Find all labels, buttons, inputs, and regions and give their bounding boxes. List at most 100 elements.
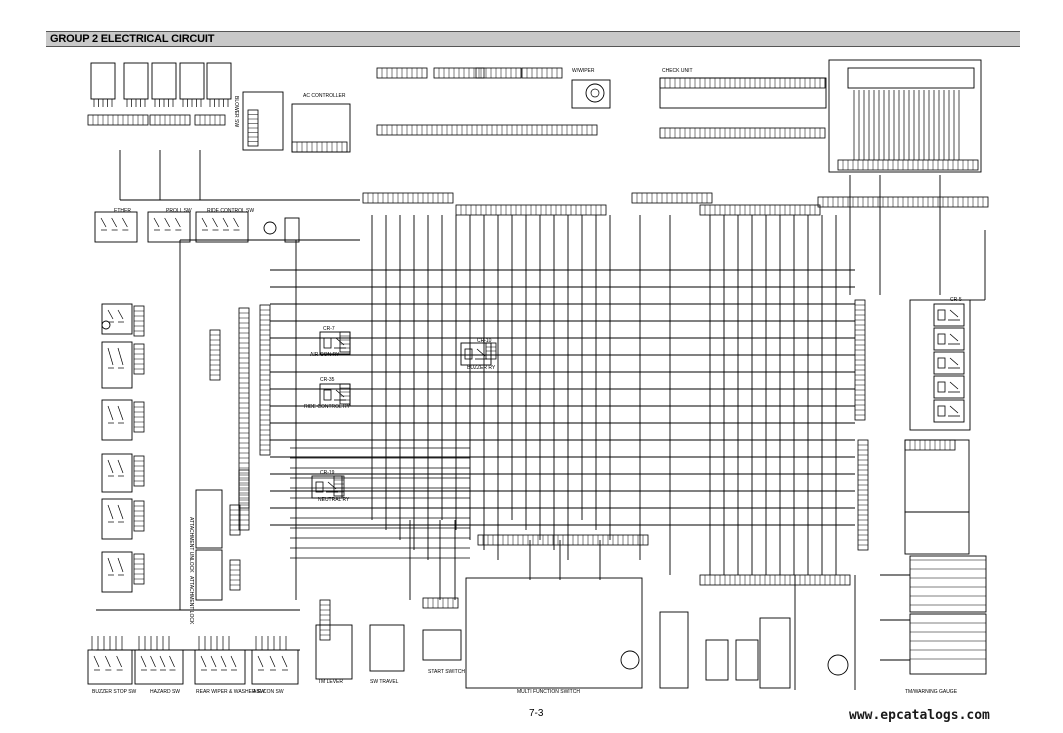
check-unit-connector-top (659, 77, 826, 89)
relay-pins-3 (485, 342, 497, 360)
wire (105, 655, 111, 668)
aircon-ry-label: AIR-CON RY (310, 352, 340, 358)
left-switch-2 (101, 399, 133, 441)
wire (150, 655, 156, 668)
tm-warning-box (659, 611, 689, 689)
wiper-motor (585, 83, 605, 103)
check-unit-label: CHECK UNIT (662, 68, 693, 74)
top-switch-4 (206, 62, 232, 100)
proll-switch (147, 211, 191, 243)
right-connector-2 (857, 439, 869, 551)
wire (117, 504, 124, 520)
bottom-box-1 (705, 639, 729, 681)
tm-gauge-label: TM/WARNING GAUGE (905, 689, 958, 695)
main-connector-1 (362, 192, 454, 204)
left-switch-1 (101, 341, 133, 389)
left-switch-0 (101, 303, 133, 335)
beacon (827, 654, 849, 676)
ether-label: ETHER (114, 208, 131, 214)
ride-control-ry-label: RIDE CONTROL RY (304, 404, 351, 410)
blower-switch (242, 91, 284, 151)
wire (210, 655, 217, 668)
ac-controller (291, 103, 351, 153)
attachment-unlock-label: ATTACHMENT UNLOCK (188, 517, 194, 573)
relay-coil (937, 309, 946, 321)
wire (117, 309, 124, 320)
wire (175, 217, 181, 228)
right-bank-box-2 (904, 511, 970, 555)
top-center-connector-1 (376, 67, 428, 79)
neutral-ry-label: NEUTRAL RY (318, 497, 350, 503)
top-switch-1 (123, 62, 149, 100)
wire (117, 557, 124, 573)
sw-travel-label: SW TRAVEL (370, 679, 399, 685)
ride-control-relay (319, 383, 351, 407)
multi-function-switch-label: MULTI FUNCTION SWITCH (517, 689, 580, 695)
left-switch-connector-1 (133, 343, 145, 375)
wire (107, 405, 114, 421)
right-relay-panel (909, 299, 971, 431)
wire (949, 333, 959, 342)
wire (107, 309, 114, 320)
cluster-panel (828, 59, 982, 173)
left-switch-5 (101, 551, 133, 593)
relay-pins-1 (339, 331, 351, 353)
wire (159, 655, 166, 668)
wire (117, 347, 124, 366)
relay-coil (464, 348, 473, 360)
right-connector-1 (854, 299, 866, 421)
cluster-connector (837, 159, 979, 171)
cr35-label: CR-35 (320, 377, 335, 383)
cr19-label: CR-19 (320, 470, 335, 476)
wire (212, 217, 218, 228)
wiper-motor-core (590, 88, 600, 98)
blower-sw-label: BLOWER SW (233, 96, 239, 127)
wire (201, 217, 208, 228)
aircon-sw-label: AIR-CON SW (253, 689, 284, 695)
top-left-connector-1 (87, 114, 149, 126)
tm-lever-box (315, 624, 353, 680)
left-switch-connector-2 (133, 401, 145, 433)
bottom-switch-0 (87, 649, 133, 685)
blower-connector (247, 109, 259, 147)
buzzer-stop-sw-label: BUZZER STOP SW (92, 689, 137, 695)
wiring (91, 68, 986, 690)
aircon-relay (319, 331, 351, 355)
cr5-label: CR-5 (950, 297, 962, 303)
bottom-switch-2 (194, 649, 246, 685)
top-switch-3 (179, 62, 205, 100)
buzzer (101, 320, 111, 330)
ether-switch (94, 211, 138, 243)
wire (153, 217, 160, 228)
wire (107, 504, 114, 520)
wire (233, 217, 239, 228)
wire (117, 459, 124, 474)
rear-wiper-washer-sw-label: REAR WIPER & WASHER SW (196, 689, 265, 695)
multi-function-switch-box (465, 577, 643, 689)
wire (230, 655, 237, 668)
relay-coil (323, 389, 332, 401)
cr10-label: CR-10 (477, 338, 492, 344)
page-number: 7-3 (529, 708, 544, 719)
bottom-box-3 (759, 617, 791, 689)
fuse-block (284, 217, 300, 243)
wiper-label: W/WIPER (572, 68, 595, 74)
watermark: www.epcatalogs.com (849, 708, 990, 723)
relay-coil (315, 481, 324, 493)
right-bank-box-1 (904, 439, 970, 513)
wire (949, 309, 959, 318)
wire (117, 405, 124, 421)
right-relay-2 (933, 351, 965, 375)
left-switch-connector-0 (133, 305, 145, 337)
wire (164, 217, 170, 228)
center-left-connector-2 (238, 307, 250, 509)
top-center-connector-3 (475, 67, 522, 79)
bottom-switch-3 (251, 649, 299, 685)
component-labels: W/WIPER CHECK UNIT BLOWER SW AC CONTROLL… (92, 68, 962, 695)
wire (93, 655, 100, 668)
wire (257, 655, 264, 668)
wire (111, 217, 117, 228)
cluster-top (847, 67, 975, 89)
right-relay-1 (933, 327, 965, 351)
attachment-unlock-box (195, 489, 223, 549)
